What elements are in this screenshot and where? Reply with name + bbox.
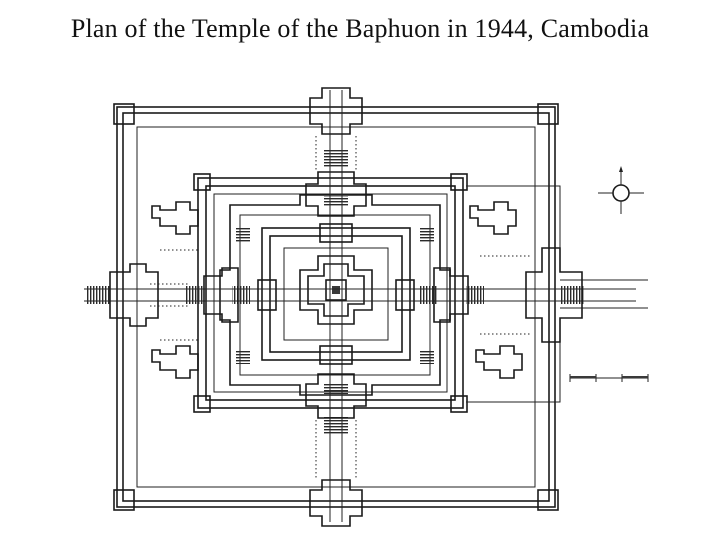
library-pavilions xyxy=(151,201,523,379)
outer-enclosure xyxy=(116,106,556,508)
scale-bar xyxy=(569,374,649,382)
corner-pavilions xyxy=(113,103,559,511)
pillar-rows xyxy=(150,136,530,478)
gopura-gateways xyxy=(109,87,583,527)
central-sanctuary xyxy=(299,255,373,325)
third-terrace xyxy=(219,194,451,396)
axial-causeways xyxy=(84,90,648,522)
hatched-stairs xyxy=(86,150,584,434)
compass-rose xyxy=(598,166,644,214)
page-title: Plan of the Temple of the Baphuon in 194… xyxy=(70,14,650,43)
fourth-gallery xyxy=(261,227,411,361)
east-annex xyxy=(466,185,561,403)
